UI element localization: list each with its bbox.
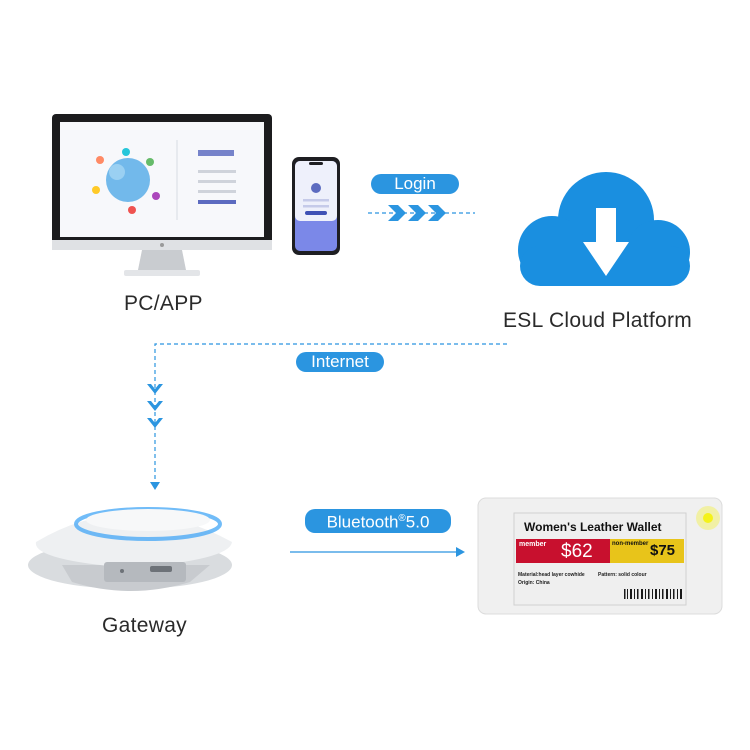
member-price-bg [516,539,610,563]
pc-app-caption: PC/APP [124,292,203,315]
product-name: Women's Leather Wallet [524,520,662,534]
member-price: $62 [561,541,593,562]
nonmember-price: $75 [650,542,676,559]
member-tag: member [519,541,547,548]
registered-mark: ® [398,513,406,524]
origin-text: Origin: China [518,580,550,586]
bluetooth-version: 5.0 [405,512,430,532]
led-indicator [696,506,720,530]
bluetooth-text: Bluetooth [326,512,399,532]
nonmember-price-bg [610,539,684,563]
login-badge: Login [371,174,459,194]
internet-badge: Internet [296,352,384,372]
bluetooth-arrowhead [456,547,465,557]
internet-chevrons [147,384,163,428]
barcode [624,589,682,599]
internet-arrowhead [150,482,160,490]
download-arrow-icon [583,208,629,276]
pattern-text: Pattern: solid colour [598,572,647,578]
bluetooth-badge: Bluetooth®5.0 [305,509,451,533]
gateway-caption: Gateway [102,614,187,637]
material-text: Material:head layer cowhide [518,572,585,578]
internet-connector [154,343,507,485]
login-chevrons [388,205,446,221]
cloud-caption: ESL Cloud Platform [503,309,693,332]
nonmember-tag: non-member [612,541,649,547]
